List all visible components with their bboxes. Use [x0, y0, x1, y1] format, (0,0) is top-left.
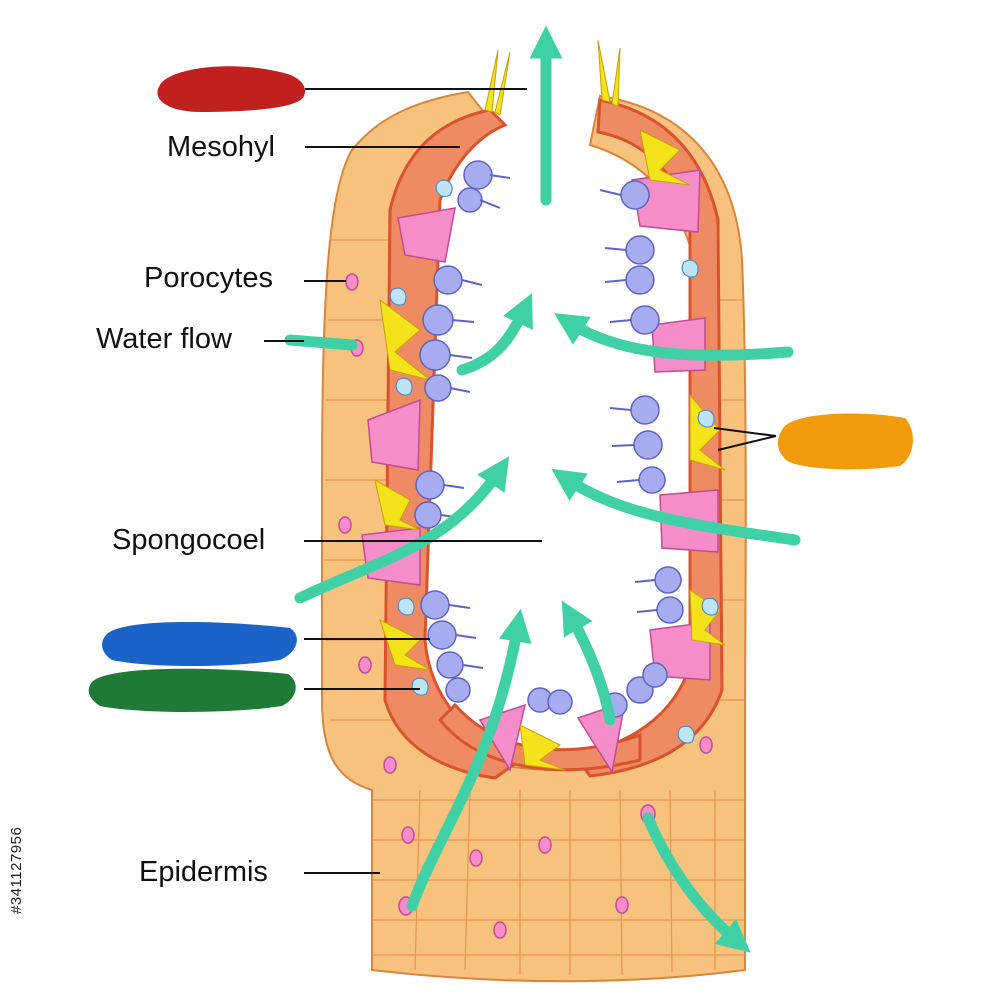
leader-lines: [264, 88, 777, 874]
redacted-label-green: [88, 668, 296, 712]
label-epidermis: Epidermis: [139, 856, 268, 888]
porocyte-funnels: [361, 169, 719, 775]
label-mesohyl: Mesohyl: [167, 131, 275, 163]
label-porocytes: Porocytes: [144, 262, 273, 294]
water-flow-arrows: [294, 25, 801, 953]
label-spongocoel: Spongocoel: [112, 524, 266, 556]
label-water-flow: Water flow: [96, 323, 232, 355]
spicules: [374, 39, 726, 771]
redacted-label-orange: [777, 413, 913, 470]
stock-image-id: #341127956: [8, 826, 25, 914]
redacted-label-blue: [102, 622, 297, 666]
epidermis-cells: [324, 239, 745, 976]
redacted-label-red: [157, 66, 305, 112]
amoebocytes: [389, 179, 719, 744]
choanocyte-collars: [440, 174, 658, 669]
mesohyl-left: [383, 108, 524, 780]
choanocytes: [414, 160, 684, 718]
